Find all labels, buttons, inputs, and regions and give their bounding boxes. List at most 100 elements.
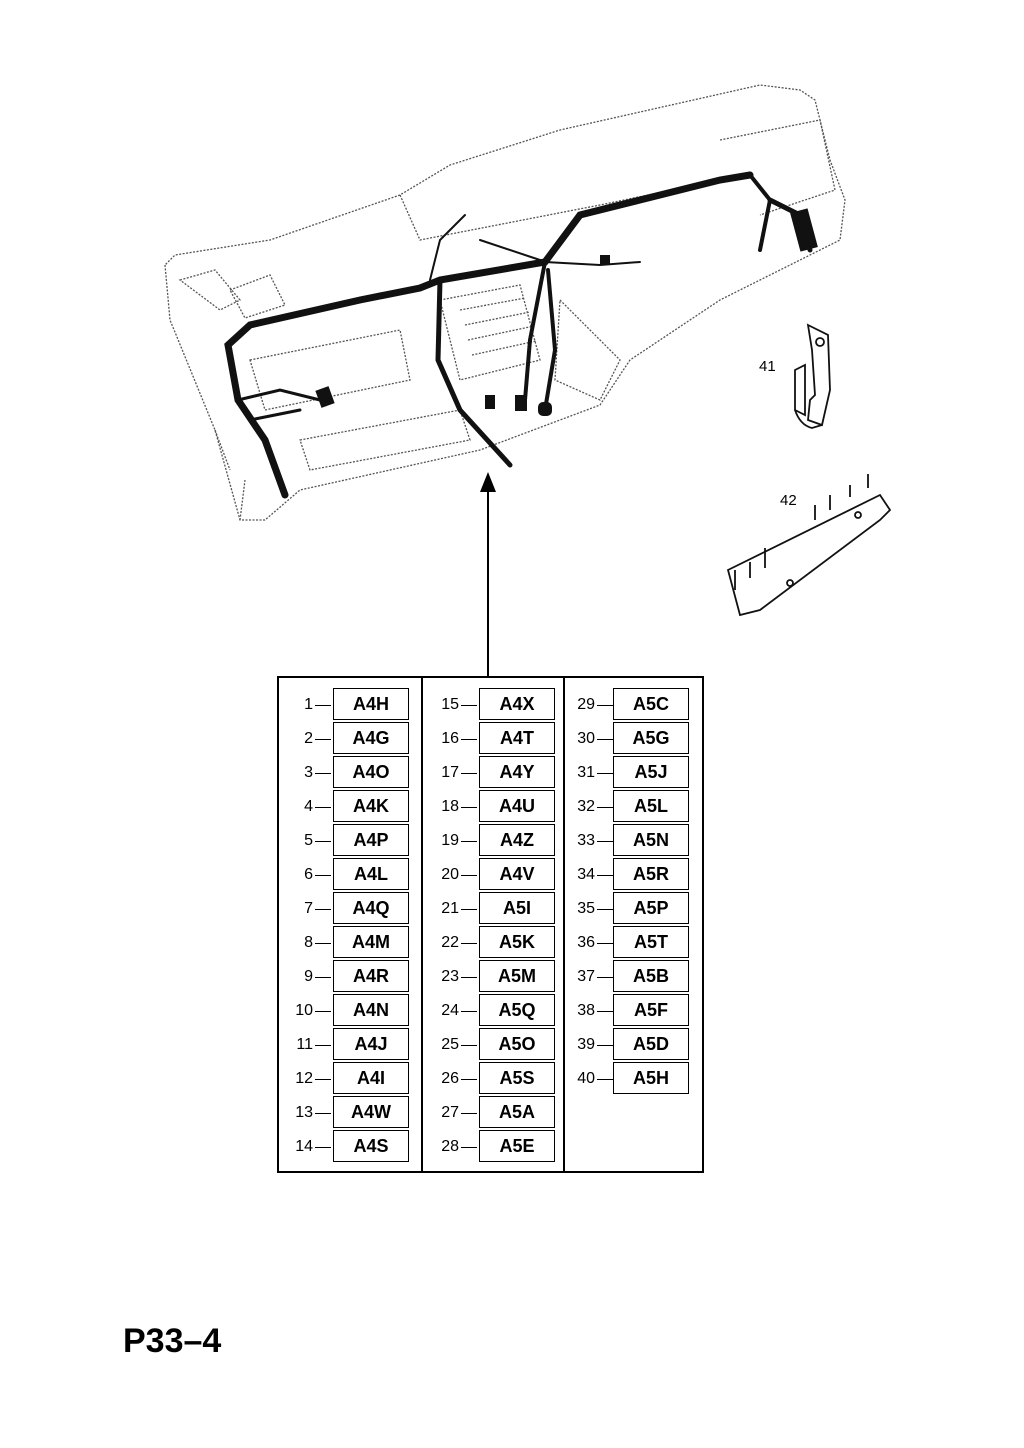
connector-code: A4O <box>333 756 409 788</box>
leader-line <box>315 875 331 876</box>
connector-code: A4G <box>333 722 409 754</box>
connector-code: A5O <box>479 1028 555 1060</box>
connector-code: A5C <box>613 688 689 720</box>
connector-code: A5R <box>613 858 689 890</box>
item-number: 26 <box>441 1070 459 1087</box>
leader-line <box>597 705 613 706</box>
item-number: 25 <box>441 1036 459 1053</box>
leader-line <box>461 739 477 740</box>
leader-line <box>315 705 331 706</box>
connector-code: A5T <box>613 926 689 958</box>
table-row: 30 A5G <box>565 722 702 756</box>
leader-line <box>461 773 477 774</box>
connector-code: A4N <box>333 994 409 1026</box>
item-number: 10 <box>295 1002 313 1019</box>
item-number: 33 <box>577 832 595 849</box>
connector-code: A4Y <box>479 756 555 788</box>
table-row: 32 A5L <box>565 790 702 824</box>
connector-code: A4X <box>479 688 555 720</box>
connector-code: A4S <box>333 1130 409 1162</box>
connector-code: A5G <box>613 722 689 754</box>
table-row: 27 A5A <box>423 1096 563 1130</box>
leader-line <box>461 1045 477 1046</box>
leader-line <box>597 977 613 978</box>
leader-line <box>315 841 331 842</box>
item-number: 31 <box>577 764 595 781</box>
leader-line <box>461 1011 477 1012</box>
item-number: 8 <box>304 934 313 951</box>
leader-line <box>597 841 613 842</box>
pointer-arrow <box>480 472 496 676</box>
leader-line <box>315 1045 331 1046</box>
leader-line <box>597 1079 613 1080</box>
table-row: 29 A5C <box>565 688 702 722</box>
connector-code: A5A <box>479 1096 555 1128</box>
connector-code: A5P <box>613 892 689 924</box>
leader-line <box>597 807 613 808</box>
item-number: 32 <box>577 798 595 815</box>
connector-code: A5Q <box>479 994 555 1026</box>
leader-line <box>461 1113 477 1114</box>
connector-code: A4T <box>479 722 555 754</box>
connector-code: A4L <box>333 858 409 890</box>
item-number: 1 <box>304 696 313 713</box>
connector-code: A4P <box>333 824 409 856</box>
page-label: P33–4 <box>123 1322 222 1360</box>
table-row: 25 A5O <box>423 1028 563 1062</box>
item-number: 4 <box>304 798 313 815</box>
leader-line <box>597 909 613 910</box>
item-number: 2 <box>304 730 313 747</box>
item-number: 7 <box>304 900 313 917</box>
connector-code: A5M <box>479 960 555 992</box>
leader-line <box>461 841 477 842</box>
connector-code: A5L <box>613 790 689 822</box>
connector-code: A5S <box>479 1062 555 1094</box>
connector-code: A4R <box>333 960 409 992</box>
table-row: 35 A5P <box>565 892 702 926</box>
item-number: 27 <box>441 1104 459 1121</box>
connector-code: A4I <box>333 1062 409 1094</box>
leader-line <box>597 1045 613 1046</box>
connector-code: A5E <box>479 1130 555 1162</box>
item-number: 38 <box>577 1002 595 1019</box>
item-number: 30 <box>577 730 595 747</box>
table-row: 6 A4L <box>279 858 421 892</box>
item-number: 29 <box>577 696 595 713</box>
item-number: 6 <box>304 866 313 883</box>
connector-code: A5F <box>613 994 689 1026</box>
item-number: 5 <box>304 832 313 849</box>
item-number: 37 <box>577 968 595 985</box>
leader-line <box>461 977 477 978</box>
item-number: 11 <box>296 1036 313 1053</box>
item-number: 19 <box>441 832 459 849</box>
connector-code: A4Z <box>479 824 555 856</box>
leader-line <box>315 1113 331 1114</box>
leader-line <box>315 977 331 978</box>
item-number: 36 <box>577 934 595 951</box>
item-number: 35 <box>577 900 595 917</box>
leader-line <box>315 807 331 808</box>
leader-line <box>315 909 331 910</box>
table-row: 23 A5M <box>423 960 563 994</box>
table-row: 19 A4Z <box>423 824 563 858</box>
item-number: 23 <box>441 968 459 985</box>
leader-line <box>597 875 613 876</box>
